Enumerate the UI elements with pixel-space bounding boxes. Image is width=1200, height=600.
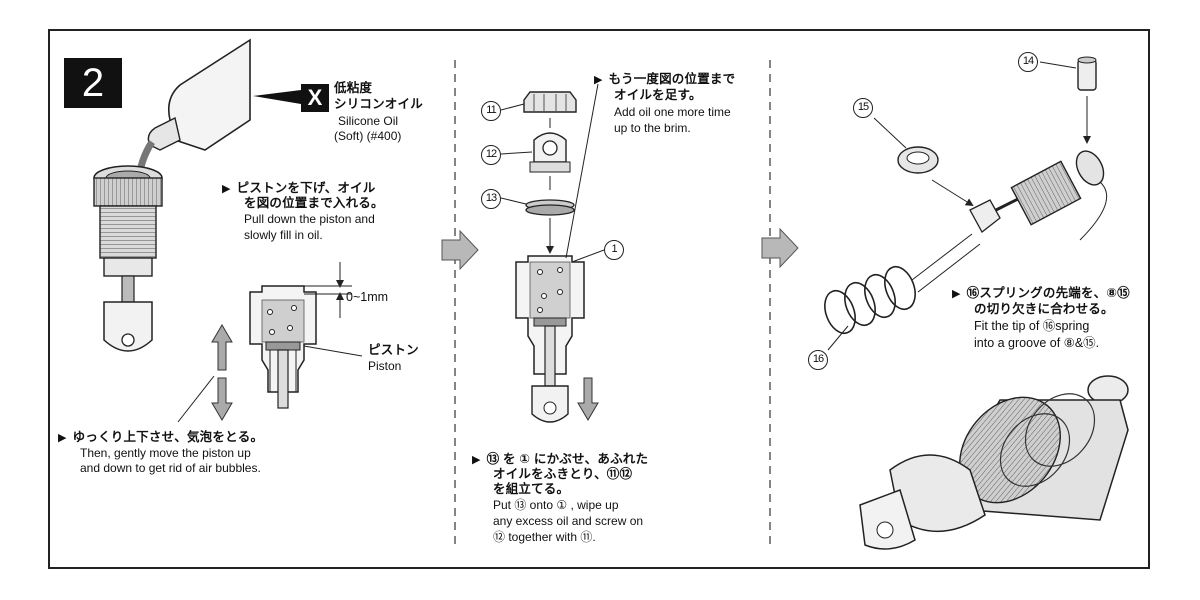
part-number-14: 14 (1018, 52, 1038, 72)
part-number-13: 13 (481, 189, 501, 209)
part-1-cylinder-icon (515, 255, 585, 423)
assemble-en-line2: any excess oil and screw on (493, 514, 644, 528)
part-number-15: 15 (853, 98, 873, 118)
part-number-16: 16 (808, 350, 828, 370)
part-14-bushing-icon (1077, 56, 1097, 91)
oil-en-line1: Silicone Oil (338, 114, 399, 128)
spring-ja-line2: の切り欠きに合わせる。 (974, 302, 1114, 316)
piston-ja-label: ピストン (368, 343, 419, 357)
partial-shock-icon (969, 150, 1108, 241)
oil-bottle-icon (134, 38, 251, 186)
refill-en-line1: Add oil one more time (614, 105, 731, 119)
down-arrow-icon (211, 377, 233, 421)
assemble-ja-line1: ⑬ を ① にかぶせ、あふれた (472, 452, 648, 468)
fill-ja-line2: を図の位置まで入れる。 (244, 196, 384, 210)
piston-leader (303, 345, 363, 357)
refill-leader (565, 83, 599, 259)
flow-arrow-2-icon (761, 227, 799, 269)
refill-ja-line1: もう一度図の位置まで (594, 72, 735, 88)
part-number-11: 11 (481, 101, 501, 121)
cylinder-cutaway-icon (249, 285, 317, 409)
refill-en-line2: up to the brim. (614, 121, 691, 135)
assembled-shock-icon (859, 375, 1129, 550)
bubbles-ja: ゆっくり上下させ、気泡をとる。 (58, 430, 263, 446)
assemble-en-line1: Put ⑬ onto ① , wipe up (493, 498, 619, 512)
flow-arrow-1-icon (441, 229, 479, 271)
spring-ja-line1: ⑯スプリングの先端を、⑧⑮ (952, 286, 1130, 302)
step-number-badge: 2 (64, 58, 122, 108)
oil-ja-line1: 低粘度 (334, 81, 373, 95)
part-15-collar-icon (897, 146, 939, 174)
bubbles-leader (177, 375, 215, 423)
spring-en-line2: into a groove of ⑧&⑮. (974, 336, 1100, 350)
instruction-panel-frame (48, 29, 1150, 569)
gap-dimension-label: 0~1mm (346, 290, 389, 304)
assemble-ja-line2: オイルをふきとり、⑪⑫ (493, 467, 633, 481)
spring-en-line1: Fit the tip of ⑯spring (974, 319, 1090, 333)
part-13-diaphragm-icon (525, 199, 575, 216)
shock-body-icon (93, 165, 163, 352)
part1-leader (571, 249, 605, 263)
piston-en-label: Piston (368, 359, 402, 373)
gap-dimension-icon (304, 262, 352, 318)
oil-ja-line2: シリコンオイル (334, 97, 423, 111)
bottle-pointer (253, 90, 301, 104)
oil-type-badge: X (301, 84, 329, 112)
fill-en-line1: Pull down the piston and (244, 212, 375, 226)
up-arrow-icon (211, 324, 233, 371)
part-16-spring-icon (824, 233, 981, 335)
part-number-12: 12 (481, 145, 501, 165)
bubbles-en-line1: Then, gently move the piston up (80, 446, 251, 460)
part-11-cap-icon (523, 91, 577, 113)
oil-en-line2: (Soft) (#400) (334, 129, 402, 143)
assemble-ja-line3: を組立てる。 (493, 482, 570, 496)
part-12-end-icon (529, 132, 571, 173)
refill-ja-line2: オイルを足す。 (614, 88, 702, 102)
assemble-en-line3: ⑫ together with ⑪. (493, 530, 596, 544)
part-number-1: 1 (604, 240, 624, 260)
fill-ja-line1: ピストンを下げ、オイル (222, 181, 376, 197)
bubbles-en-line2: and down to get rid of air bubbles. (80, 461, 261, 475)
fill-en-line2: slowly fill in oil. (244, 228, 323, 242)
pull-down-arrow-icon (577, 377, 599, 421)
